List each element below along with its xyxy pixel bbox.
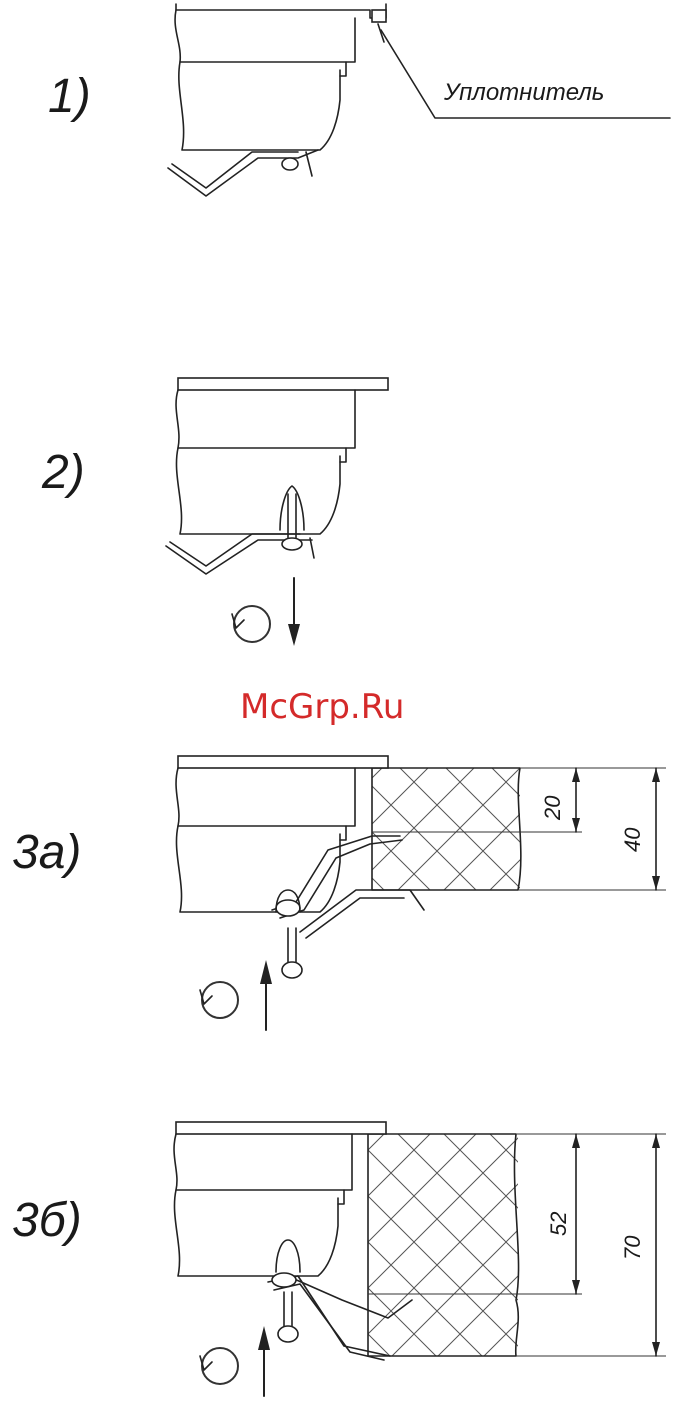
dim-3b-inner: 52 [546, 1212, 571, 1236]
step-3b-group: 3б) 52 70 [12, 1122, 666, 1396]
seal-callout-label: Уплотнитель [443, 79, 604, 106]
rotate-arrow-2 [232, 578, 300, 646]
screw-3a [282, 928, 302, 978]
step-1-group: 1) Уплотнитель [48, 4, 670, 196]
watermark: McGrp.Ru [240, 687, 404, 727]
dim-3a-outer: 40 [620, 827, 645, 852]
seal-strip [372, 10, 386, 22]
slot-2 [280, 486, 304, 530]
step-1-label: 1) [48, 70, 91, 123]
screw-head-1 [282, 158, 298, 170]
rotate-arrow-3b [200, 1326, 270, 1396]
step-2-label: 2) [41, 446, 85, 499]
sink-profile-1 [168, 4, 386, 196]
screw-3b [278, 1292, 298, 1342]
step-3a-label: 3а) [12, 826, 81, 879]
dimension-3b: 52 70 [546, 1134, 660, 1356]
step-2-group: 2) [41, 378, 388, 646]
dimension-3a: 20 40 [540, 768, 660, 890]
dim-3a-inner: 20 [540, 795, 565, 821]
step-3a-group: 3а) 20 40 [12, 756, 666, 1030]
seal-callout: Уплотнитель [378, 24, 670, 118]
dim-3b-outer: 70 [620, 1235, 645, 1260]
step-3b-label: 3б) [12, 1194, 82, 1247]
sink-profile-2 [166, 378, 388, 574]
rotate-arrow-3a [200, 960, 272, 1030]
screw-2 [288, 494, 296, 540]
